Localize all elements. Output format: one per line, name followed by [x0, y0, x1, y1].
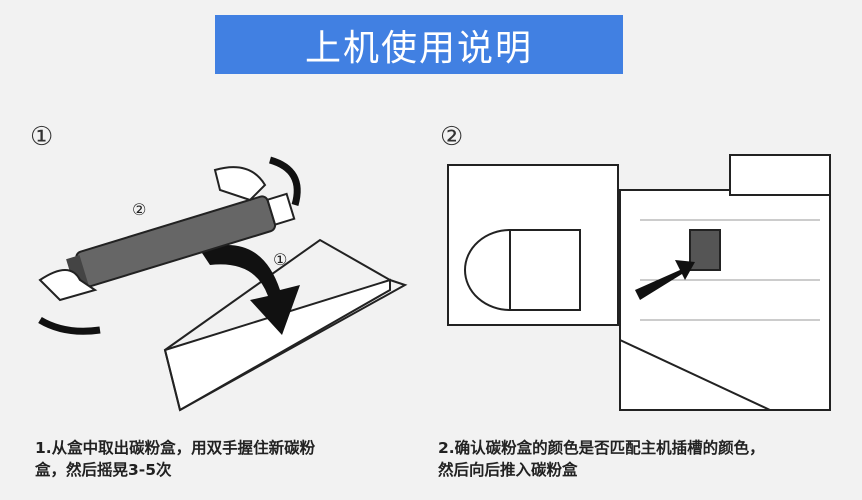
toner-cartridge [66, 192, 296, 288]
step-1-number: ① [30, 122, 54, 152]
step-1-illustration: ② ① [38, 156, 408, 412]
left-hand [38, 269, 98, 302]
step-1-caption: 1.从盒中取出碳粉盒，用双手握住新碳粉 盒，然后摇晃3-5次 [35, 437, 315, 481]
box-label: ① [273, 250, 287, 269]
step-2-caption: 2.确认碳粉盒的颜色是否匹配主机插槽的颜色， 然后向后推入碳粉盒 [438, 437, 765, 481]
page-title: 上机使用说明 [304, 27, 533, 69]
step-2-caption-line1: 2.确认碳粉盒的颜色是否匹配主机插槽的颜色， [438, 439, 765, 457]
step-1-caption-line2: 盒，然后摇晃3-5次 [35, 461, 172, 479]
lift-arrow-icon [200, 245, 300, 335]
right-hand [213, 166, 267, 202]
control-panel [729, 154, 831, 196]
front-door [619, 338, 771, 411]
shake-arrow-icon [38, 316, 101, 335]
cartridge-label: ② [132, 200, 146, 219]
step-1-caption-line1: 1.从盒中取出碳粉盒，用双手握住新碳粉 [35, 439, 316, 457]
step-2-caption-line2: 然后向后推入碳粉盒 [438, 461, 578, 479]
push-arrow-icon [635, 260, 695, 300]
step-2-number: ② [440, 122, 464, 152]
shake-arrow-icon [268, 156, 301, 206]
title-banner: 上机使用说明 [215, 15, 623, 74]
step-2-illustration [447, 154, 831, 411]
